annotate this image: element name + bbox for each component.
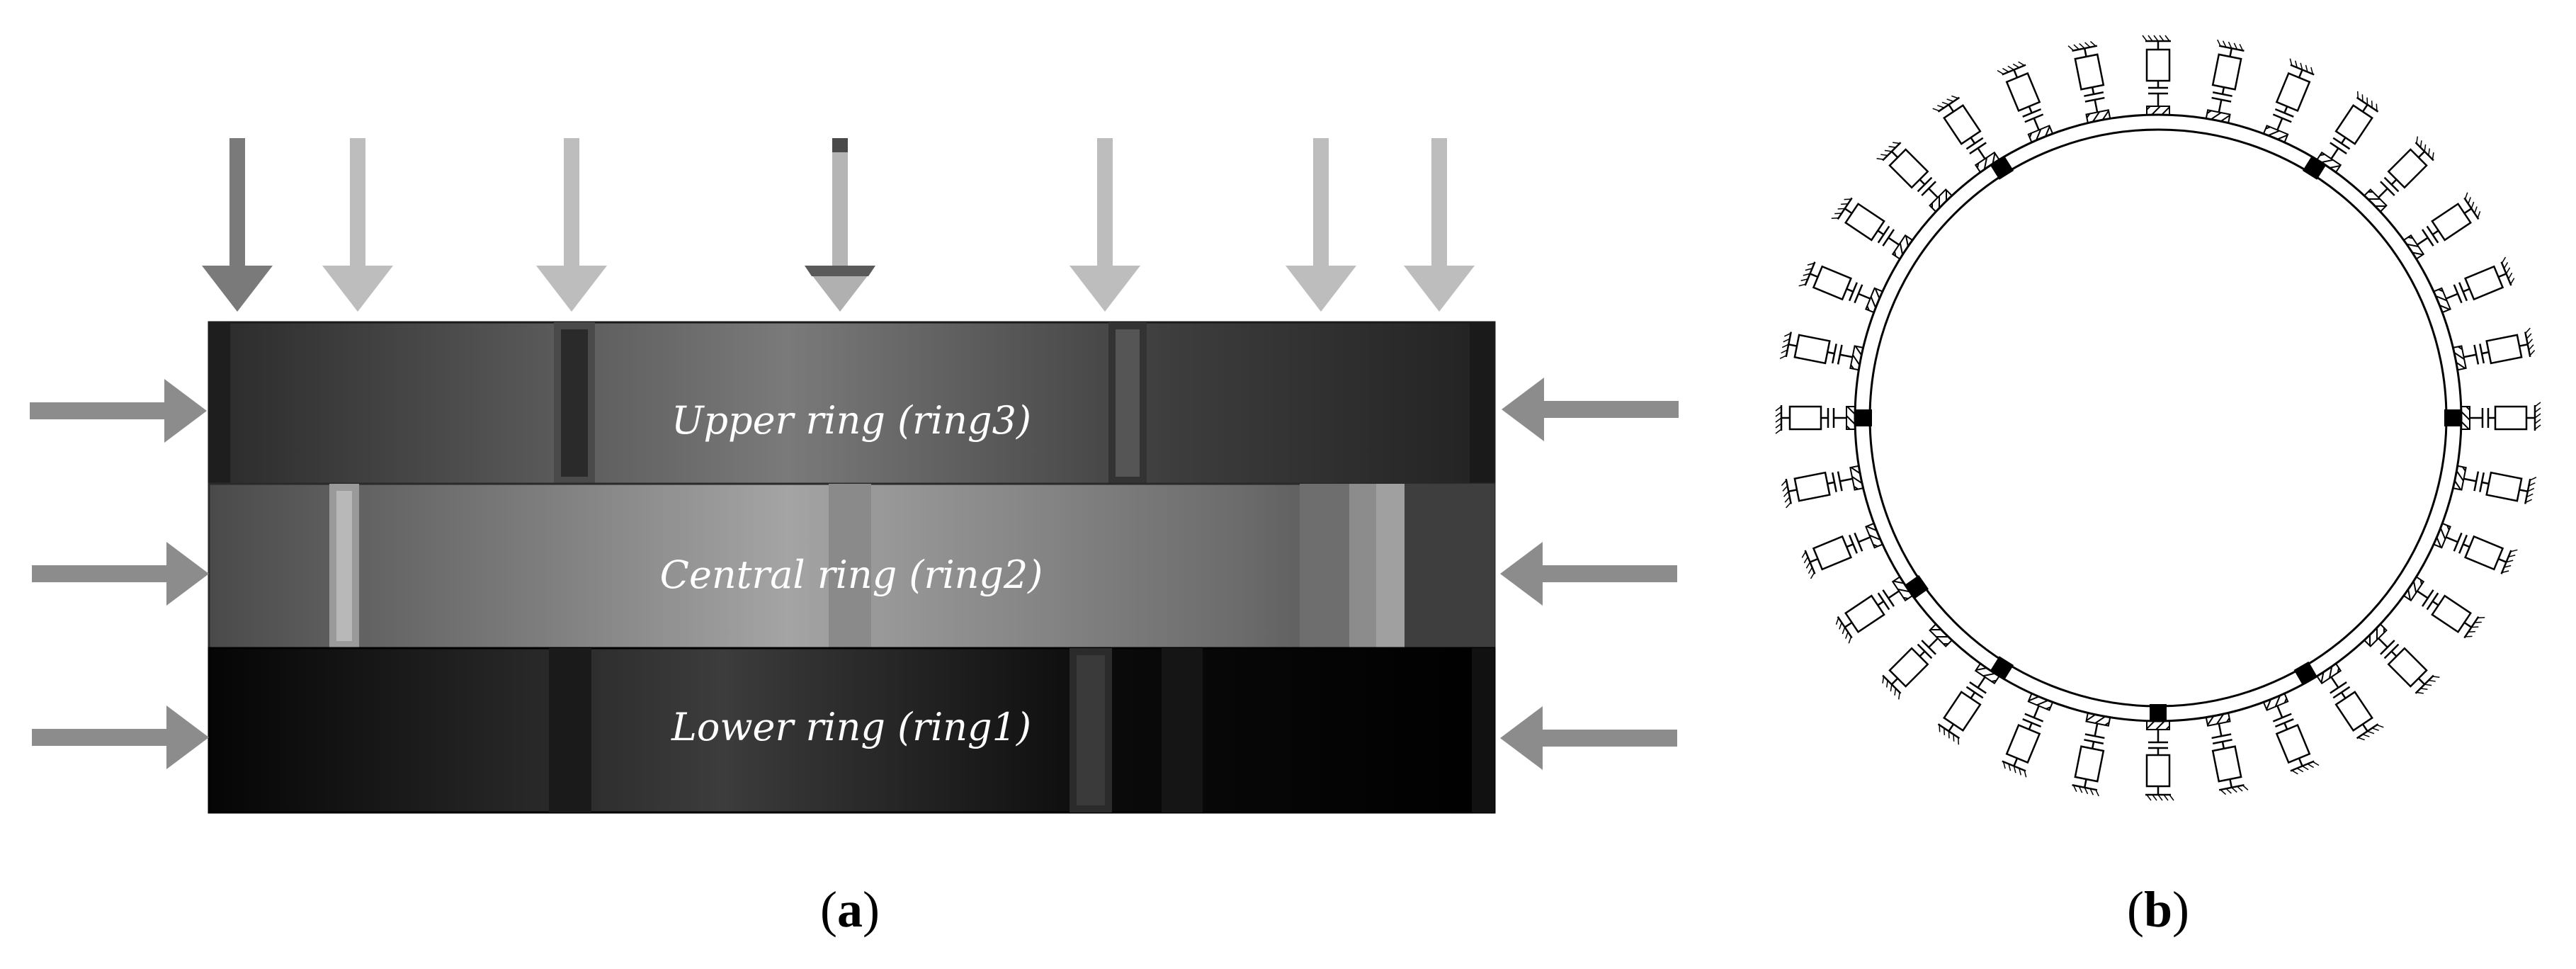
top-arrow xyxy=(322,138,393,312)
right-arrow xyxy=(1500,542,1677,606)
spring-damper-support xyxy=(2452,327,2536,371)
top-arrow xyxy=(536,138,607,312)
upper-ring-label: Upper ring (ring3) xyxy=(671,398,1031,443)
outer-ring-circle xyxy=(1854,113,2463,722)
ring-block xyxy=(1855,409,1872,426)
spring-damper-support xyxy=(1882,623,1953,700)
spring-damper-support xyxy=(2432,256,2515,314)
panel-b-ring-with-supports: (b) xyxy=(1775,35,2541,938)
top-arrow xyxy=(202,138,273,312)
ring-block xyxy=(2293,661,2317,685)
right-force-arrows xyxy=(1500,378,1679,770)
spring-damper-support xyxy=(1798,261,1884,314)
left-arrow xyxy=(32,542,209,606)
spring-damper-support xyxy=(2402,576,2485,639)
panel-a-label: (a) xyxy=(820,881,880,938)
right-arrow xyxy=(1502,378,1679,441)
left-force-arrows xyxy=(30,379,209,769)
right-arrow xyxy=(1500,706,1677,770)
left-arrow xyxy=(32,706,209,769)
panel-b-label: (b) xyxy=(2127,881,2189,938)
ring-blocks xyxy=(1855,156,2461,721)
spring-damper-support xyxy=(1831,197,1914,260)
spring-damper-support xyxy=(1876,142,1953,213)
spring-damper-supports xyxy=(1775,35,2541,801)
spring-damper-support xyxy=(2452,465,2537,504)
spring-damper-support xyxy=(1937,662,2000,745)
inner-ring-circle xyxy=(1868,128,2448,708)
spring-damper-support xyxy=(2432,522,2518,574)
panel-a-letter: a xyxy=(837,881,863,938)
top-arrow xyxy=(1069,138,1140,312)
spring-damper-support xyxy=(2262,692,2320,775)
lower-ring-label: Lower ring (ring1) xyxy=(671,705,1031,749)
ring-block xyxy=(1905,574,1929,599)
spring-damper-support xyxy=(1801,522,1884,579)
left-arrow xyxy=(30,379,207,443)
spring-damper-support xyxy=(2363,623,2440,694)
spring-damper-support xyxy=(2205,39,2245,124)
spring-damper-support xyxy=(2072,712,2111,797)
spring-damper-support xyxy=(1779,332,1864,371)
lower-ring: Lower ring (ring1) xyxy=(208,647,1496,814)
ring-block xyxy=(1990,656,2014,680)
spring-damper-support xyxy=(1775,405,1856,434)
spring-damper-support xyxy=(2461,402,2541,431)
ring-block xyxy=(2302,156,2326,180)
top-arrow xyxy=(805,138,875,312)
spring-damper-support xyxy=(2316,662,2384,741)
spring-damper-support xyxy=(2205,712,2249,795)
central-ring-label: Central ring (ring2) xyxy=(660,552,1043,597)
spring-damper-support xyxy=(1932,95,2000,174)
top-arrow xyxy=(1286,138,1356,312)
spring-damper-support xyxy=(2002,692,2054,778)
panel-b-letter: b xyxy=(2144,881,2172,938)
ring-block xyxy=(2444,409,2461,426)
ring-block xyxy=(1990,156,2014,180)
spring-damper-support xyxy=(1835,576,1914,644)
central-ring: Central ring (ring2) xyxy=(208,482,1496,650)
spring-damper-support xyxy=(2316,91,2379,174)
top-arrow xyxy=(1404,138,1475,312)
panel-a-ring-stack: Upper ring (ring3) Central ring (ring2) … xyxy=(30,138,1679,938)
spring-damper-support xyxy=(2067,40,2111,124)
spring-damper-support xyxy=(2363,136,2434,213)
spring-damper-support xyxy=(1997,61,2054,144)
upper-ring: Upper ring (ring3) xyxy=(208,321,1496,485)
spring-damper-support xyxy=(2262,58,2315,144)
spring-damper-support xyxy=(2402,192,2481,260)
spring-damper-support xyxy=(2142,35,2171,115)
top-force-arrows xyxy=(202,138,1475,312)
spring-damper-support xyxy=(2145,720,2174,801)
spring-damper-support xyxy=(1781,465,1864,509)
ring-block xyxy=(2150,704,2167,721)
